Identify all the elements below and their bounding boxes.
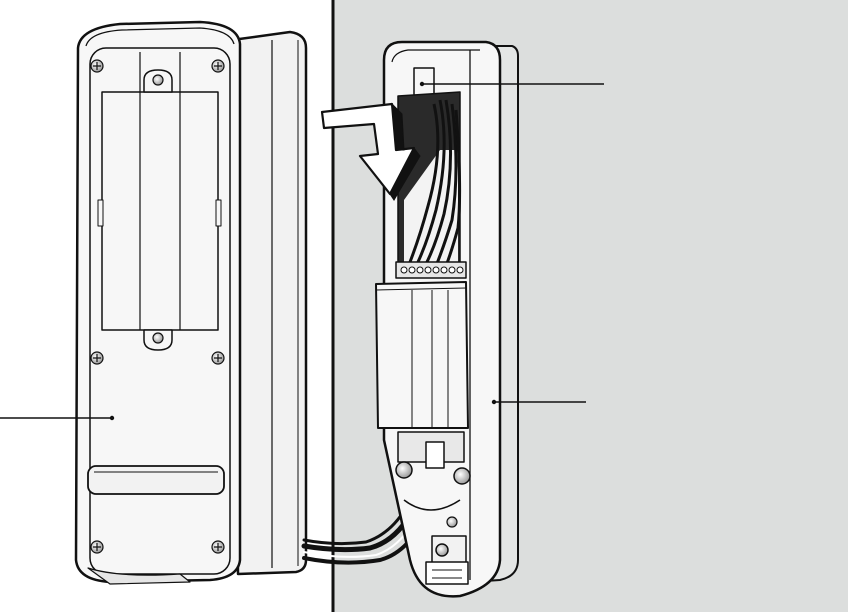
mount-direction-arrow — [320, 102, 421, 201]
device-rear-view — [74, 20, 308, 585]
terminal-block — [395, 261, 467, 279]
connector-plug — [425, 535, 469, 585]
callout-dot — [109, 415, 115, 421]
wall-mounted-base-with-wiring — [375, 40, 519, 598]
screw-icon — [90, 59, 225, 554]
electronics-module — [375, 281, 469, 429]
wire-bundle — [408, 99, 462, 267]
callout-dot — [491, 399, 497, 405]
callout-dot — [419, 81, 425, 87]
